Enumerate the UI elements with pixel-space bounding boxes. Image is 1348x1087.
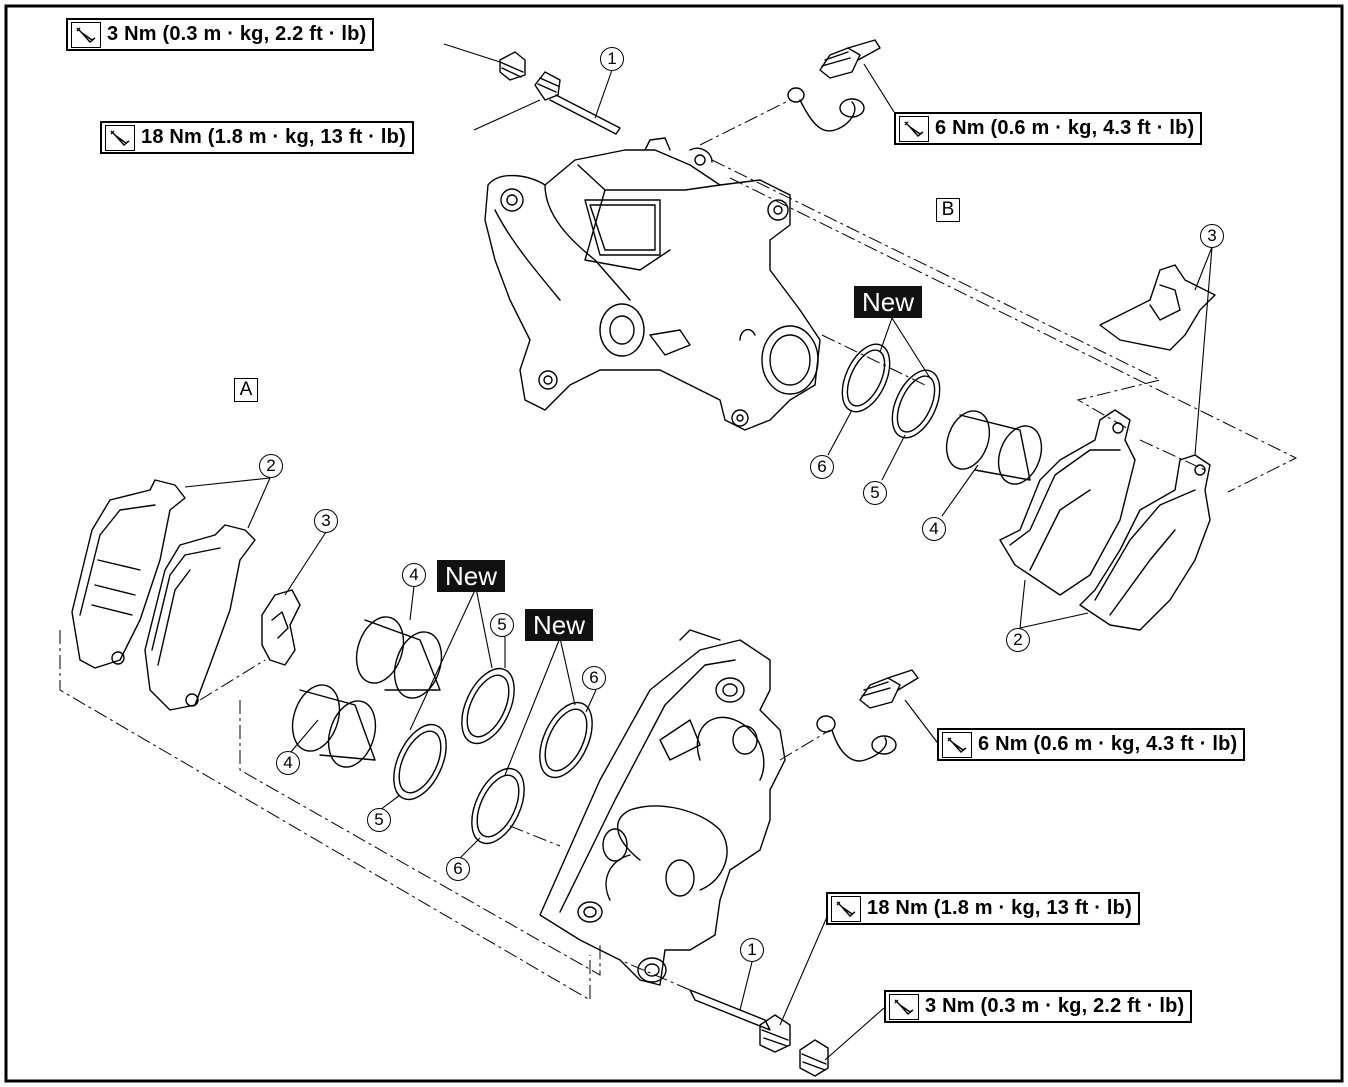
callout-a-3: 3 xyxy=(314,509,338,533)
view-label-b: B xyxy=(936,198,960,222)
torque-value: 18 Nm (1.8 m · kg, 13 ft · lb) xyxy=(867,897,1132,919)
new-part-badge-a2: New xyxy=(525,609,594,641)
dust-seal-a-bottom xyxy=(393,723,447,801)
pad-spring-a xyxy=(261,589,301,666)
new-part-badge-b: New xyxy=(854,286,923,318)
callout-b-1: 1 xyxy=(600,47,624,71)
torque-spec-top-bleed-screw: 6 Nm (0.6 m · kg, 4.3 ft · lb) xyxy=(894,112,1203,145)
pad-spring-b xyxy=(1099,264,1216,351)
callout-a-4-bottom: 4 xyxy=(276,751,300,775)
brake-pad-a-1 xyxy=(71,479,186,669)
dust-seal-a-top xyxy=(461,667,515,745)
callout-b-5: 5 xyxy=(863,481,887,505)
torque-spec-bottom-cap: 3 Nm (0.3 m · kg, 2.2 ft · lb) xyxy=(884,990,1193,1023)
callout-b-3: 3 xyxy=(1200,224,1224,248)
new-part-badge-a1: New xyxy=(437,560,506,592)
piston-seal-a-top xyxy=(539,701,593,779)
view-label-a: A xyxy=(234,378,258,402)
pin-bolt-a xyxy=(689,989,791,1053)
torque-wrench-icon xyxy=(71,21,101,48)
callout-b-4: 4 xyxy=(922,517,946,541)
dust-seal-b xyxy=(891,369,941,439)
piston-a-bottom xyxy=(291,684,377,768)
pin-bolt-b xyxy=(534,71,621,135)
torque-wrench-icon xyxy=(889,993,919,1020)
callout-a-6-bottom: 6 xyxy=(446,857,470,881)
torque-value: 6 Nm (0.6 m · kg, 4.3 ft · lb) xyxy=(978,733,1238,755)
callout-a-1: 1 xyxy=(740,938,764,962)
torque-wrench-icon xyxy=(105,124,135,151)
bleed-cap-a xyxy=(799,1039,829,1077)
piston-seal-b xyxy=(841,343,891,413)
brake-pad-b-1 xyxy=(999,409,1136,596)
callout-b-2: 2 xyxy=(1006,628,1030,652)
callout-b-6: 6 xyxy=(810,455,834,479)
torque-value: 6 Nm (0.6 m · kg, 4.3 ft · lb) xyxy=(935,117,1195,139)
piston-a-top xyxy=(355,616,443,699)
bleed-cap-b xyxy=(499,51,526,81)
callout-a-4-top: 4 xyxy=(402,563,426,587)
torque-value: 3 Nm (0.3 m · kg, 2.2 ft · lb) xyxy=(925,995,1185,1017)
bleed-screw-b xyxy=(787,39,881,132)
torque-spec-top-cap: 3 Nm (0.3 m · kg, 2.2 ft · lb) xyxy=(66,18,375,51)
callout-a-5-top: 5 xyxy=(490,613,514,637)
diagram-border xyxy=(4,4,1344,1083)
torque-value: 3 Nm (0.3 m · kg, 2.2 ft · lb) xyxy=(107,23,367,45)
brake-pad-a-2 xyxy=(144,524,256,711)
torque-spec-top-pin: 18 Nm (1.8 m · kg, 13 ft · lb) xyxy=(100,121,414,154)
torque-wrench-icon xyxy=(942,731,972,758)
callout-a-6-top: 6 xyxy=(582,666,606,690)
callout-a-5-bottom: 5 xyxy=(367,808,391,832)
torque-wrench-icon xyxy=(899,115,929,142)
callout-a-2: 2 xyxy=(259,454,283,478)
torque-value: 18 Nm (1.8 m · kg, 13 ft · lb) xyxy=(141,126,406,148)
caliper-b-body xyxy=(484,137,821,431)
torque-spec-bottom-bleed-screw: 6 Nm (0.6 m · kg, 4.3 ft · lb) xyxy=(937,728,1246,761)
torque-wrench-icon xyxy=(831,895,861,922)
bleed-screw-a xyxy=(816,669,919,762)
piston-b xyxy=(945,410,1043,485)
piston-seal-a-bottom xyxy=(471,767,525,845)
torque-spec-bottom-pin: 18 Nm (1.8 m · kg, 13 ft · lb) xyxy=(826,892,1140,925)
brake-pad-b-2 xyxy=(1079,454,1211,631)
caliper-a-body xyxy=(539,629,786,986)
